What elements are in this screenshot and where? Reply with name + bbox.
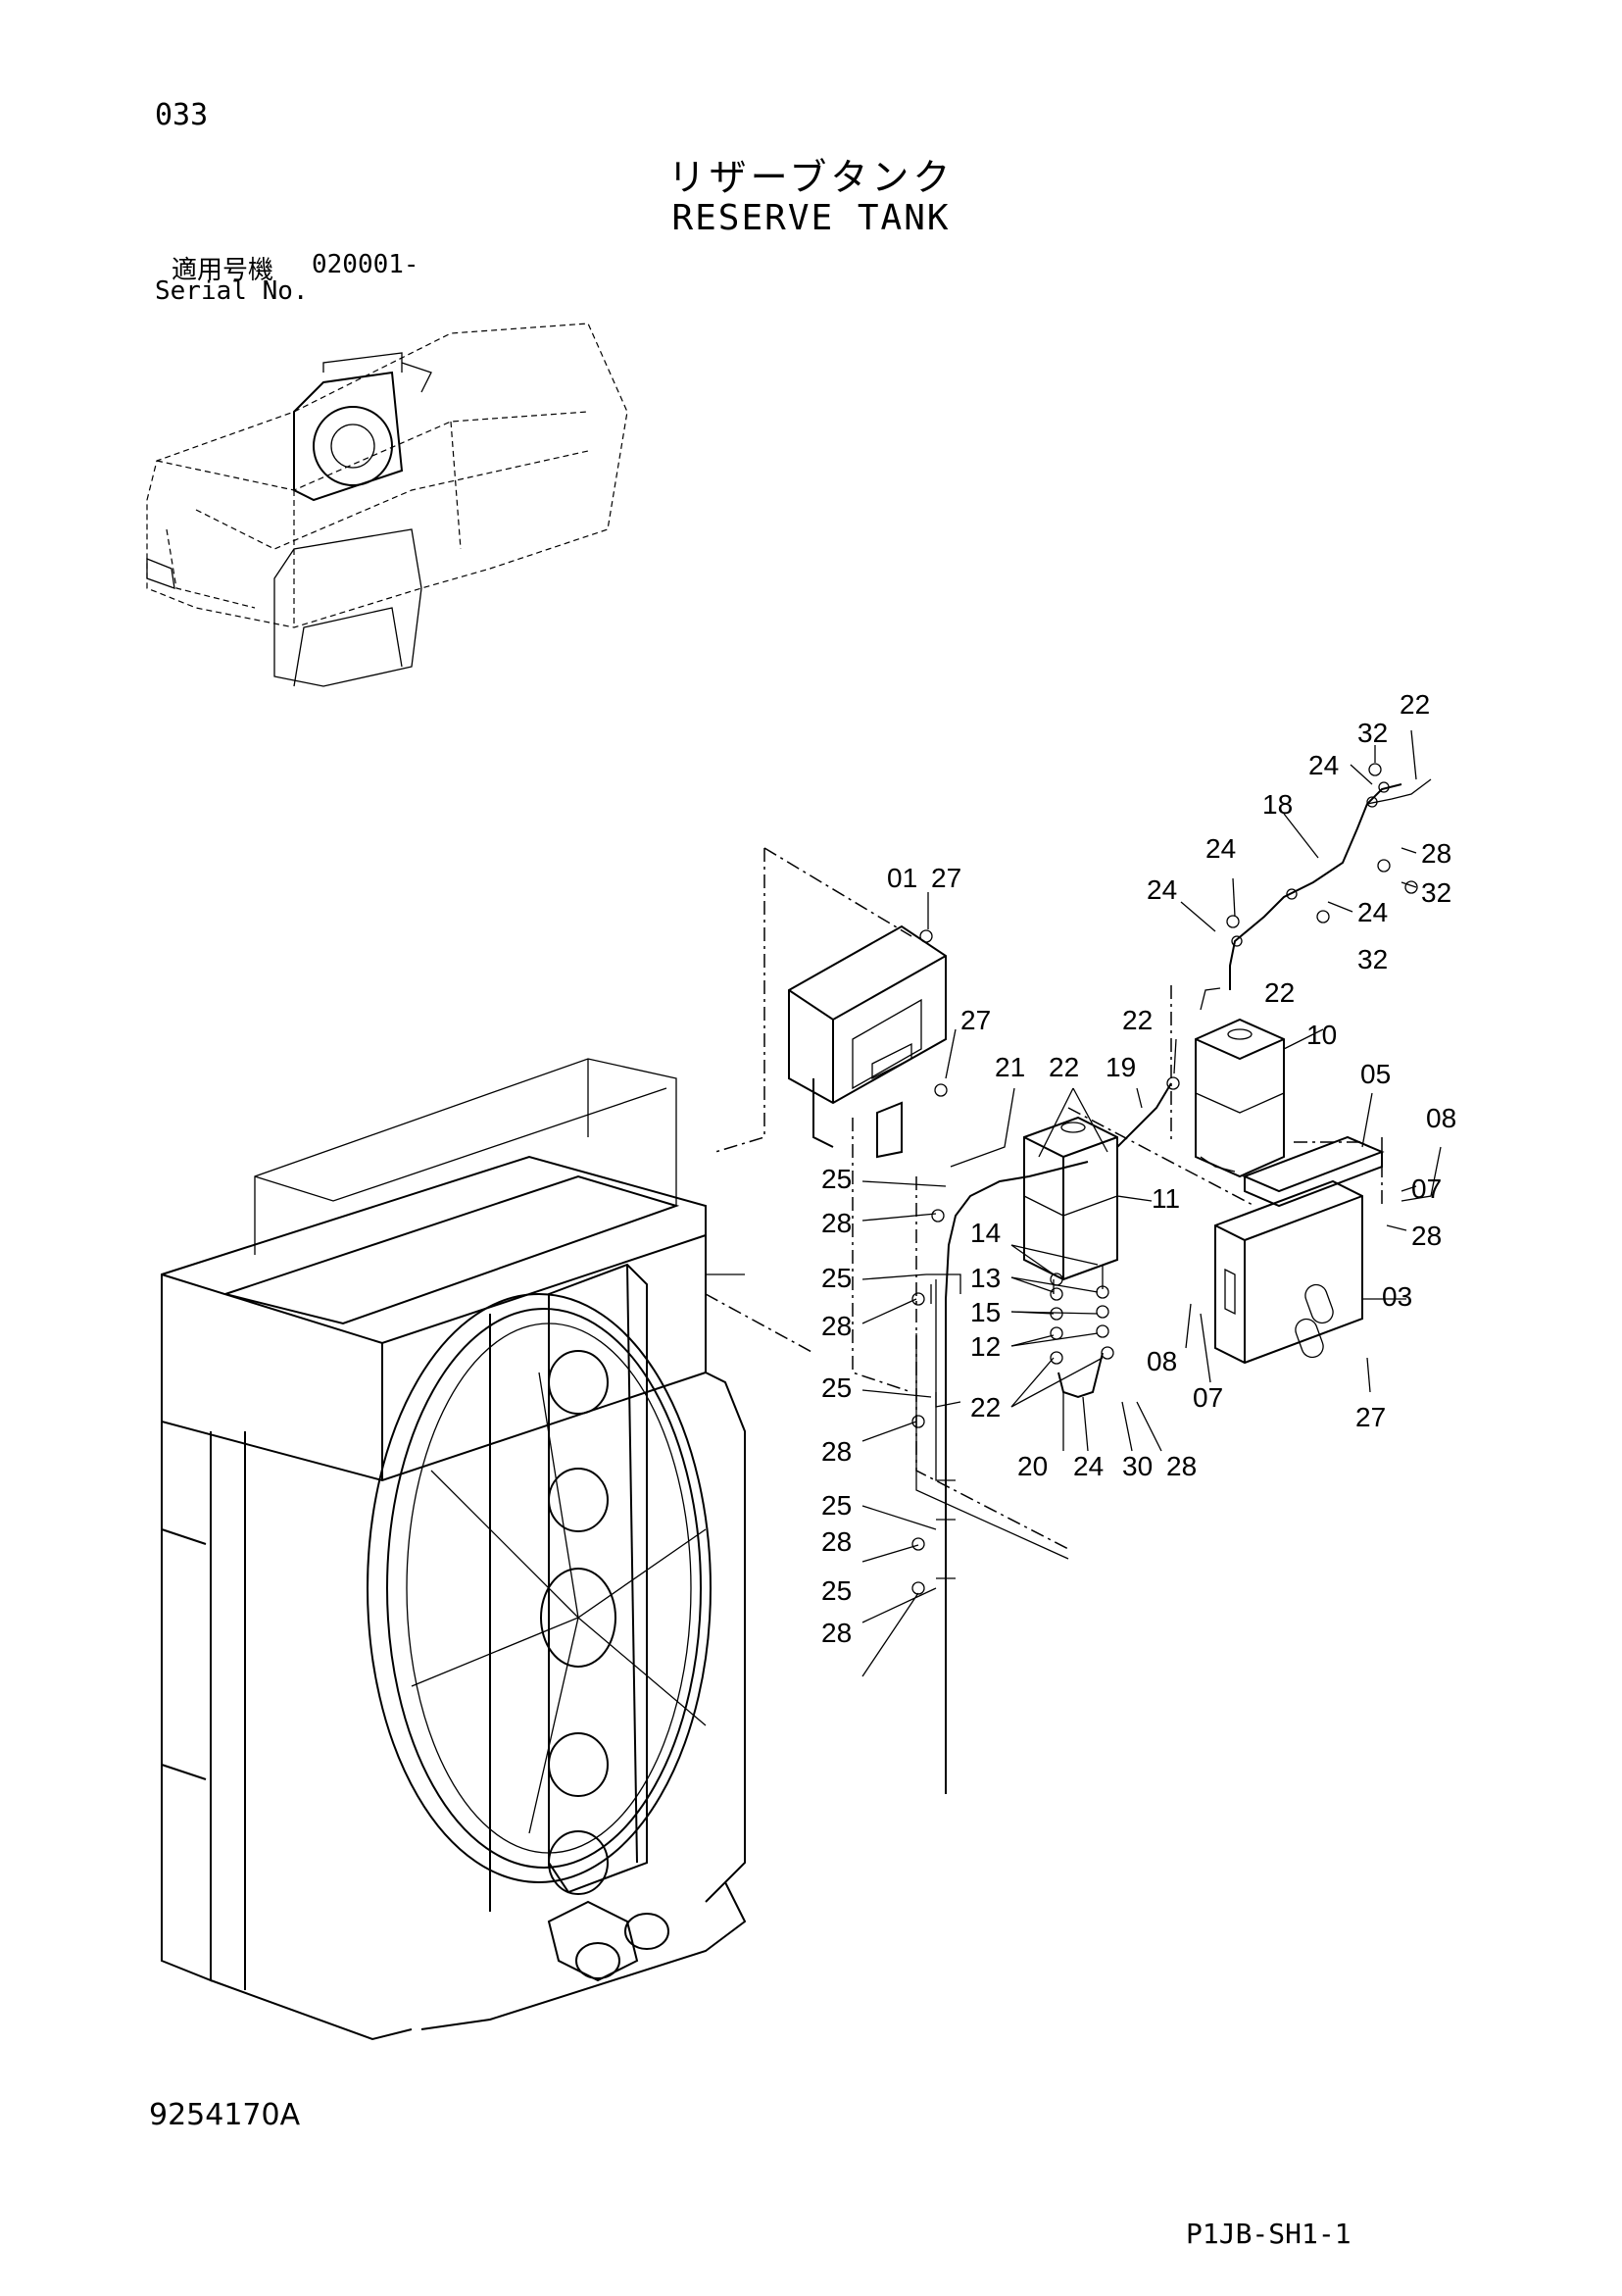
callout-label: 28: [821, 1526, 852, 1557]
callout-label: 07: [1411, 1173, 1442, 1204]
callout-label: 25: [821, 1164, 852, 1194]
callout-label: 07: [1193, 1382, 1223, 1413]
serial-number-value: 020001-: [312, 250, 419, 279]
page-number: 033: [155, 98, 209, 132]
callout-label: 28: [1421, 838, 1451, 869]
callout-label: 24: [1357, 897, 1388, 927]
reserve-tank-10: [1195, 1018, 1285, 1178]
hose-18: [1226, 763, 1432, 990]
callout-label: 15: [970, 1297, 1001, 1327]
page-code: P1JB-SH1-1: [1186, 2218, 1352, 2250]
callout-label: 32: [1357, 718, 1388, 748]
callout-label: 27: [1355, 1402, 1386, 1432]
callout-label: 22: [1400, 689, 1430, 720]
callout-label: 01: [887, 863, 917, 893]
callout-label: 32: [1421, 877, 1451, 908]
callout-label: 25: [821, 1490, 852, 1521]
callout-label: 32: [1357, 944, 1388, 974]
callout-label: 08: [1426, 1103, 1456, 1133]
serial-label-english: Serial No.: [155, 276, 309, 306]
illustration-part-number: 9254170A: [149, 2098, 301, 2132]
callout-label: 18: [1262, 789, 1293, 820]
callout-label: 19: [1106, 1052, 1136, 1082]
callout-label: 22: [1122, 1005, 1153, 1035]
callout-label: 24: [1205, 833, 1236, 864]
callout-label: 27: [931, 863, 961, 893]
callout-label: 20: [1017, 1451, 1048, 1481]
callout-label: 10: [1306, 1020, 1337, 1050]
callout-label: 14: [970, 1218, 1001, 1248]
callout-label: 24: [1073, 1451, 1104, 1481]
machine-overview-thumbnail: [146, 323, 628, 687]
callout-label: 28: [821, 1436, 852, 1467]
fittings-stack: [1050, 1273, 1114, 1365]
reserve-tank-11: [1023, 1116, 1118, 1294]
callout-label: 22: [970, 1392, 1001, 1423]
hose-20: [1057, 1352, 1104, 1399]
leader-lines: [861, 729, 1442, 1677]
callout-label: 12: [970, 1331, 1001, 1362]
radiator-fan-assembly: [161, 1058, 814, 2041]
callout-label: 08: [1147, 1346, 1177, 1376]
assembly-reference-lines: [714, 847, 1383, 1550]
callout-labels: 22 32 24 18 28 24 24 32 24 32 22 10 05 0…: [821, 689, 1456, 1648]
callout-label: 28: [821, 1618, 852, 1648]
hose-19: [1116, 1076, 1180, 1148]
title-english: RESERVE TANK: [671, 198, 951, 238]
callout-label: 11: [1152, 1183, 1180, 1214]
callout-label: 28: [821, 1311, 852, 1341]
title-japanese: リザーブタンク: [667, 156, 955, 199]
serial-label-japanese: 適用号機: [172, 256, 274, 285]
bracket-03: [1214, 1179, 1363, 1365]
callout-label: 24: [1308, 750, 1339, 780]
callout-label: 05: [1360, 1059, 1391, 1089]
bracket-05: [1242, 1135, 1385, 1208]
callout-label: 13: [970, 1263, 1001, 1293]
bracket-01: [788, 924, 948, 1159]
callout-label: 28: [821, 1208, 852, 1238]
overflow-hose-25-clips: [911, 1209, 1069, 1794]
callout-label: 21: [995, 1052, 1025, 1082]
hose-21: [945, 1161, 1089, 1300]
callout-label: 03: [1382, 1281, 1412, 1312]
callout-label: 22: [1264, 977, 1295, 1008]
callout-label: 25: [821, 1263, 852, 1293]
callout-label: 22: [1049, 1052, 1079, 1082]
callout-label: 24: [1147, 874, 1177, 905]
callout-label: 30: [1122, 1451, 1153, 1481]
callout-label: 27: [960, 1005, 991, 1035]
callout-label: 28: [1166, 1451, 1197, 1481]
callout-label: 28: [1411, 1221, 1442, 1251]
callout-label: 25: [821, 1373, 852, 1403]
callout-label: 25: [821, 1575, 852, 1606]
